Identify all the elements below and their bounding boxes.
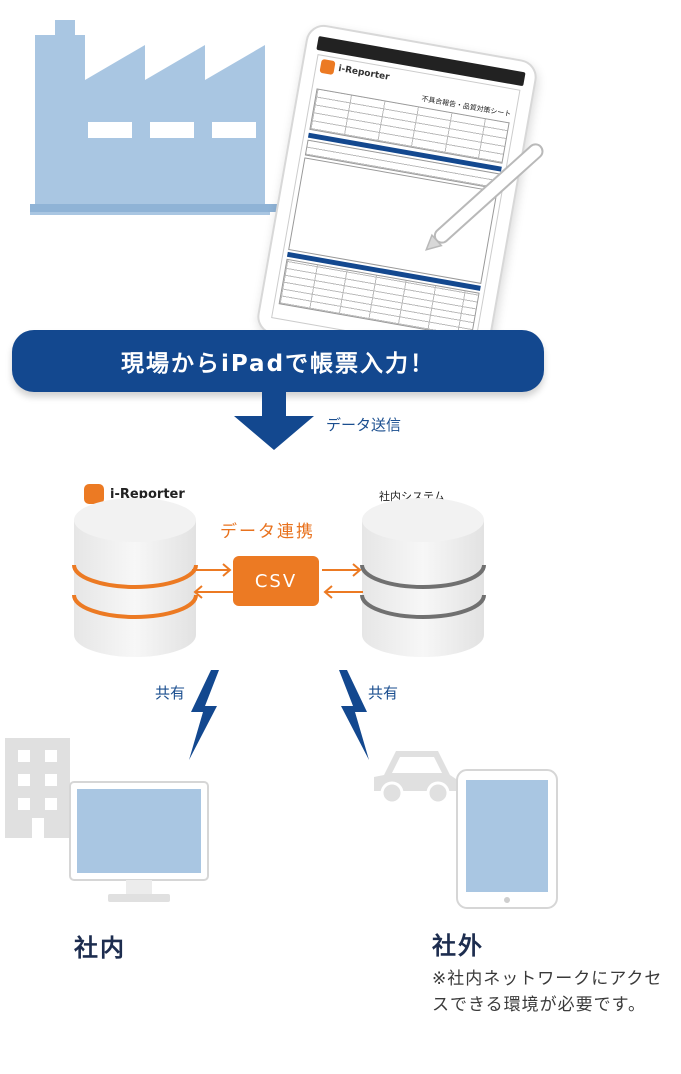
headline-text: 現場からiPadで帳票入力！ [120,351,436,377]
sync-arrows-left [192,563,233,599]
headline-banner: 現場からiPadで帳票入力！ [12,330,544,392]
office-building-icon [5,738,70,838]
factory-icon [30,20,310,215]
internal-system-database [360,498,486,657]
i-reporter-logo: i-Reporter [84,484,185,504]
tablet-device-icon [456,769,558,909]
data-send-label: データ送信 [326,416,402,434]
i-reporter-database [72,498,198,657]
car-icon [374,751,456,805]
data-link-label: データ連携 [220,522,315,542]
lightning-icon-right [339,670,369,760]
csv-badge: CSV [233,556,319,606]
stylus-icon [424,143,544,251]
share-label-left: 共有 [155,684,186,702]
outside-note: ※社内ネットワークにアクセスできる環境が必要です。 [432,969,663,1015]
i-reporter-logo-text: i-Reporter [110,486,185,502]
inside-label: 社内 [74,934,126,962]
lightning-icon-left [189,670,219,760]
outside-label: 社外 [432,932,484,960]
down-arrow-icon [234,392,314,450]
i-reporter-logo-icon [84,484,104,504]
desktop-monitor-icon [69,781,209,902]
sync-arrows-right [322,563,363,599]
share-label-right: 共有 [368,684,399,702]
csv-label: CSV [254,570,298,592]
form-logo-icon [319,58,336,76]
